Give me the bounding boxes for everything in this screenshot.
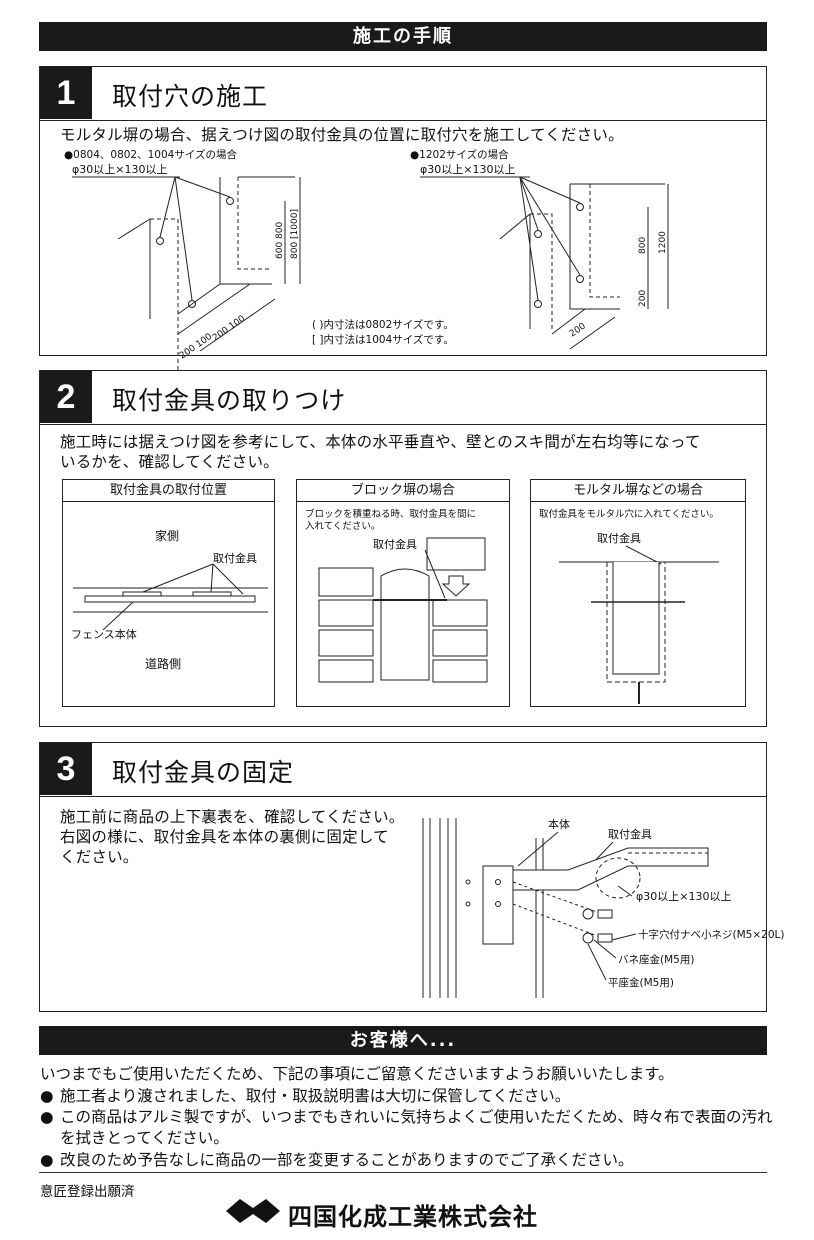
step-3-description-2: 右図の様に、取付金具を本体の裏側に固定して [60,828,389,846]
customer-item-1-text: 施工者より渡されました、取付・取扱説明書は大切に保管してください。 [60,1087,571,1105]
step-1-description: モルタル塀の場合、据えつけ図の取付金具の位置に取付穴を施工してください。 [60,126,624,144]
step-2: 2 取付金具の取りつけ 施工時には据えつけ図を参考にして、本体の水平垂直や、壁と… [39,370,767,727]
step-1-right-diagram: φ30以上×130以上 800 1200 200 200 [420,163,669,350]
step-3-header: 3 取付金具の固定 [40,743,766,797]
customer-intro: いつまでもご使用いただくため、下記の事項にご留意くださいますようお願いいたします… [40,1065,674,1083]
customer-item-2-text: この商品はアルミ製ですが、いつまでもきれいに気持ちよくご使用いただくため、時々布… [60,1108,773,1147]
customer-item-2: ● この商品はアルミ製ですが、いつまでもきれいに気持ちよくご使用いただくため、時… [40,1107,775,1149]
step-1-left-dim-3: 200 100 [178,332,214,362]
label-spring-washer: バネ座金(M5用) [618,953,694,966]
step-2-number: 2 [40,371,92,423]
label-bracket-c: 取付金具 [597,531,641,545]
step-3: 3 取付金具の固定 施工前に商品の上下裏表を、確認してください。 右図の様に、取… [39,742,784,1012]
label-screw: 十字穴付ナベ小ネジ(M5×20L) [638,928,784,941]
step-1-right-dim-1: 800 [638,237,648,254]
step-2-title: 取付金具の取りつけ [112,386,347,415]
step-2-panel-block-title: ブロック塀の場合 [297,480,509,502]
step-2-panel-position-title: 取付金具の取付位置 [63,480,274,502]
label-bracket-d: 取付金具 [608,827,652,841]
company-name: 四国化成工業株式会社 [288,1203,538,1231]
step-1-title: 取付穴の施工 [112,82,269,111]
bullet-2: ● [40,1108,54,1126]
step-3-description-1: 施工前に商品の上下裏表を、確認してください。 [60,808,405,826]
step-2-panel-block-note-2: 入れてください。 [305,521,381,532]
design-registration-note: 意匠登録出願済 [40,1184,135,1200]
label-fence-body: フェンス本体 [71,627,137,641]
step-2-panel-mortar-title: モルタル塀などの場合 [531,480,745,502]
label-hole: φ30以上×130以上 [636,890,731,903]
label-bracket-a: 取付金具 [213,551,257,565]
step-3-title: 取付金具の固定 [112,758,295,787]
step-1-left-dim-1: 600 800 [275,222,285,259]
label-road-side: 道路側 [145,656,181,671]
step-1-left-size-label: ●0804、0802、1004サイズの場合 [64,149,238,161]
step-1-number: 1 [40,67,92,119]
step-2-panel-position-diagram: 家側 取付金具 フェンス本体 道路側 [71,528,268,671]
step-1-right-hole-spec: φ30以上×130以上 [420,163,515,176]
step-2-panel-block-diagram: 取付金具 [318,537,488,683]
step-2-panel-block-note-1: ブロックを積重ねる時、取付金具を間に [305,509,477,520]
step-1-note-1: ( )内寸法は0802サイズです。 [312,319,454,331]
company-logo-icon [226,1199,280,1223]
step-3-description-3: ください。 [60,848,139,866]
step-2-description-2: いるかを、確認してください。 [60,453,279,471]
step-1: 1 取付穴の施工 モルタル塀の場合、据えつけ図の取付金具の位置に取付穴を施工して… [39,66,767,387]
customer-item-3-text: 改良のため予告なしに商品の一部を変更することがありますのでご了承ください。 [60,1151,634,1169]
step-1-right-dim-4: 200 [568,321,588,339]
label-flat-washer: 平座金(M5用) [608,976,674,989]
label-body: 本体 [548,817,570,831]
step-3-number: 3 [40,743,92,795]
step-2-header: 2 取付金具の取りつけ [40,371,766,425]
step-2-description-1: 施工時には据えつけ図を参考にして、本体の水平垂直や、壁とのスキ間が左右均等になっ… [60,433,701,451]
footer-divider [39,1172,767,1173]
step-1-right-size-label: ●1202サイズの場合 [410,149,509,161]
step-1-header: 1 取付穴の施工 [40,67,766,121]
label-house-side: 家側 [155,528,179,543]
step-1-note-2: [ ]内寸法は1004サイズです。 [312,334,454,346]
step-2-panel-mortar-diagram: 取付金具 [559,531,719,704]
label-bracket-b: 取付金具 [373,537,417,551]
step-2-panel-mortar: モルタル塀などの場合 取付金具をモルタル穴に入れてください。 取付金具 [530,479,746,707]
section-header-customer: お客様へ... [39,1026,767,1055]
step-1-right-dim-2: 1200 [658,231,668,254]
step-1-left-hole-spec: φ30以上×130以上 [72,163,167,176]
step-2-panel-block: ブロック塀の場合 ブロックを積重ねる時、取付金具を間に 入れてください。 取付金… [296,479,510,707]
step-2-panel-mortar-note: 取付金具をモルタル穴に入れてください。 [539,509,719,520]
step-1-left-diagram: φ30以上×130以上 600 800 800 [1000] 200 100 2… [72,163,301,387]
step-1-right-dim-3: 200 [638,290,648,307]
step-2-panel-position: 取付金具の取付位置 家側 取付金具 フェンス本体 道路側 [62,479,275,707]
step-1-left-dim-2: 800 [1000] [290,209,300,259]
bullet-1: ● [40,1087,54,1105]
step-1-left-dim-4: 200 100 [211,314,247,344]
section-header-procedure: 施工の手順 [39,22,767,51]
bullet-3: ● [40,1151,54,1169]
step-3-diagram: 本体 取付金具 φ30以上×130以上 十字穴付ナベ小ネジ(M5×20L) バネ… [422,817,784,998]
